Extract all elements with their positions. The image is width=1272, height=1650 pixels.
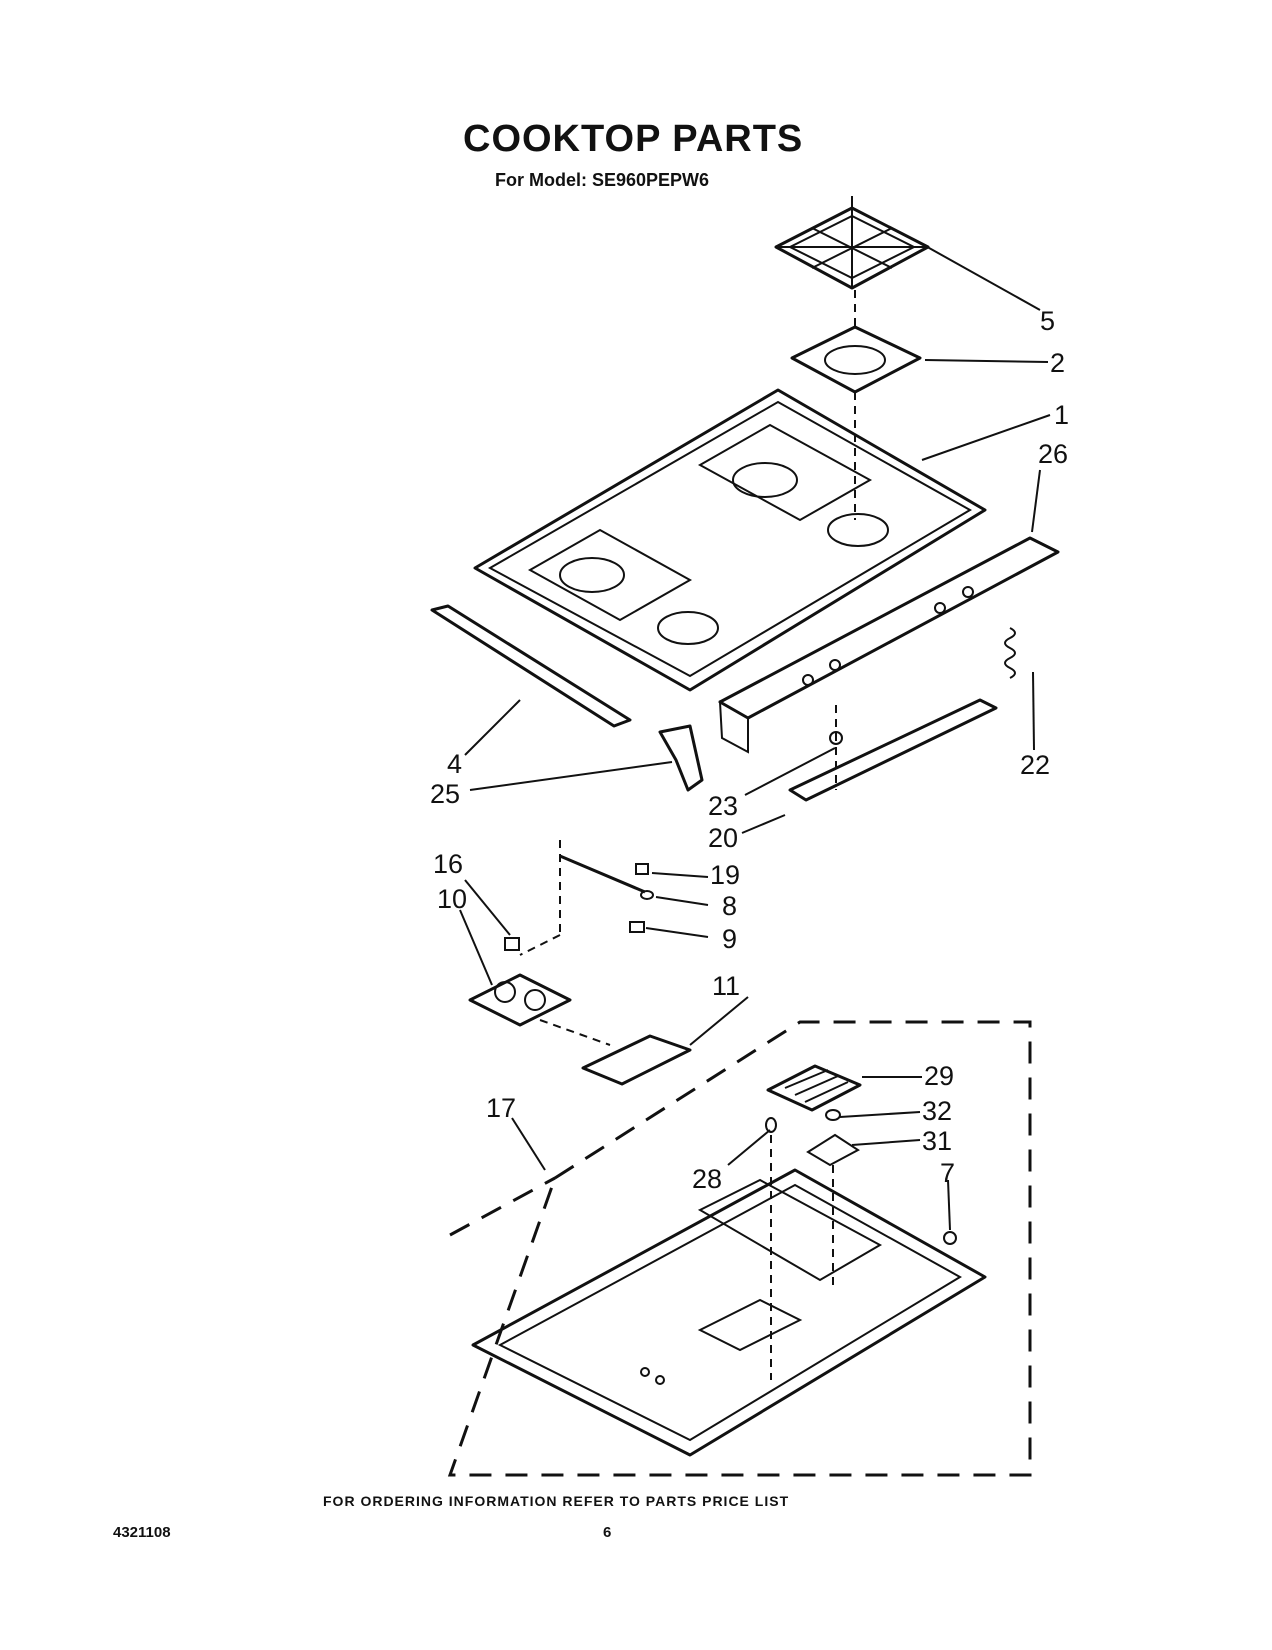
callout-8: 8 <box>722 891 737 921</box>
document-number: 4321108 <box>113 1524 171 1541</box>
burner-bowl-part <box>790 325 922 394</box>
callout-28: 28 <box>692 1164 722 1194</box>
front-trim-part <box>430 604 632 728</box>
switch-assembly-part <box>468 973 572 1027</box>
callout-9: 9 <box>722 924 737 954</box>
ordering-note: FOR ORDERING INFORMATION REFER TO PARTS … <box>323 1493 790 1509</box>
callout-10: 10 <box>437 884 467 914</box>
callout-19: 19 <box>710 860 740 890</box>
callout-16: 16 <box>433 849 463 879</box>
bracket-part <box>788 698 998 802</box>
grate-part <box>774 196 930 290</box>
end-cap-part <box>658 724 704 792</box>
spring-part <box>1004 627 1016 679</box>
vent-hardware-parts <box>765 1064 957 1245</box>
callout-7: 7 <box>940 1158 955 1188</box>
callout-25: 25 <box>430 779 460 809</box>
leader-lines <box>459 243 1051 1231</box>
callout-23: 23 <box>708 791 738 821</box>
callout-32: 32 <box>922 1096 952 1126</box>
callout-17: 17 <box>486 1093 516 1123</box>
callout-20: 20 <box>708 823 738 853</box>
manifold-panel-part <box>718 536 1060 754</box>
mounting-plate-part <box>581 1034 692 1086</box>
callout-31: 31 <box>922 1126 952 1156</box>
small-hardware-parts <box>504 854 654 951</box>
cooktop-main-part <box>473 388 987 692</box>
callout-4: 4 <box>447 749 462 779</box>
model-subtitle: For Model: SE960PEPW6 <box>495 170 710 190</box>
callout-1: 1 <box>1054 400 1069 430</box>
burner-box-part <box>471 1168 987 1457</box>
callout-29: 29 <box>924 1061 954 1091</box>
callout-2: 2 <box>1050 348 1065 378</box>
callout-11: 11 <box>712 971 740 1001</box>
callout-22: 22 <box>1020 750 1050 780</box>
burner-box-outline <box>447 1020 1032 1477</box>
callout-26: 26 <box>1038 439 1068 469</box>
page-number: 6 <box>603 1524 612 1541</box>
page-title: COOKTOP PARTS <box>463 118 804 160</box>
callout-5: 5 <box>1040 306 1055 336</box>
